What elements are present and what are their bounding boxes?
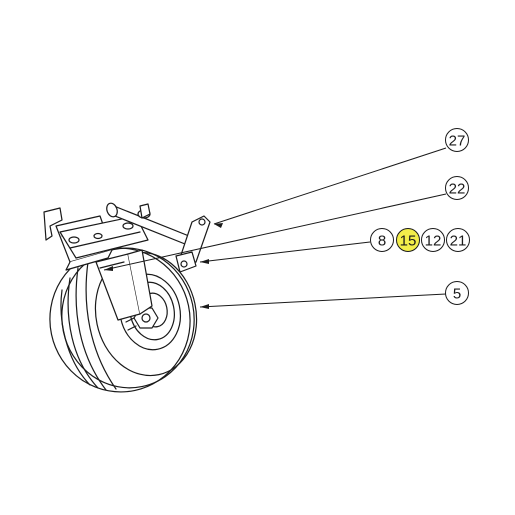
leader-line-5 — [199, 293, 447, 308]
leader-line-22 — [103, 193, 447, 271]
callout-8[interactable]: 8 — [370, 228, 394, 252]
callout-label-21: 21 — [450, 233, 467, 250]
callout-label-22: 22 — [449, 181, 466, 198]
leader-arrowheads — [104, 223, 223, 309]
callout-label-27: 27 — [449, 133, 466, 150]
arrowhead-22 — [104, 266, 113, 271]
caster-wheel-assembly — [43, 202, 211, 393]
callout-label-15: 15 — [400, 233, 417, 250]
callout-12[interactable]: 12 — [421, 228, 445, 252]
callout-label-5: 5 — [453, 286, 461, 303]
callout-22[interactable]: 22 — [445, 176, 469, 200]
swivel-plate — [59, 215, 149, 259]
leader-line-8 — [199, 241, 371, 263]
callout-27[interactable]: 27 — [445, 128, 469, 152]
leader-line-27 — [213, 147, 447, 225]
leader-lines — [103, 147, 447, 308]
caster-fork — [95, 249, 153, 321]
lever-arm — [175, 215, 211, 273]
callout-5[interactable]: 5 — [445, 281, 469, 305]
callout-15[interactable]: 15 — [396, 228, 420, 252]
arrowhead-27 — [214, 223, 223, 228]
callout-label-8: 8 — [378, 233, 386, 250]
arrowhead-8 — [200, 259, 209, 264]
arrowhead-5 — [200, 304, 209, 309]
callout-21[interactable]: 21 — [446, 228, 470, 252]
callout-label-12: 12 — [425, 233, 442, 250]
